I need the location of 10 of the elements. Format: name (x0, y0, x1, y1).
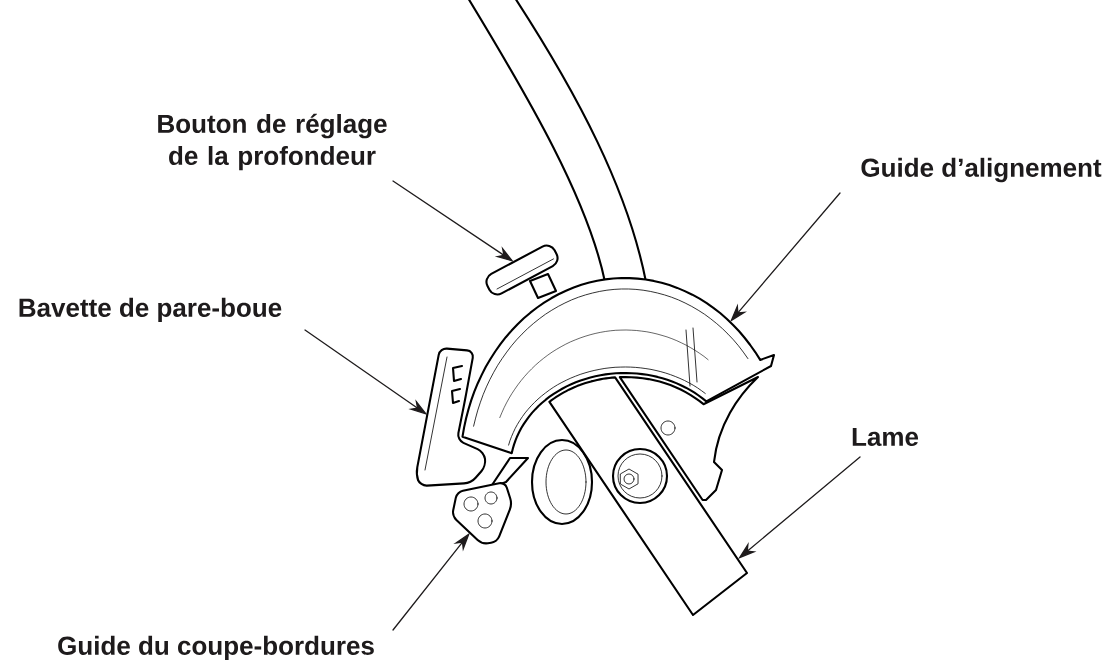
part-label: Lame (852, 427, 919, 447)
part-label: Guide d’alignement (861, 157, 1102, 183)
alignment-guide (461, 276, 776, 455)
mud-flap (415, 347, 487, 487)
part-label: Bouton de réglage de la profondeur (158, 113, 387, 171)
blade (548, 376, 749, 617)
part-label: Guide du coupe-bordures (58, 635, 374, 661)
depth-knob (485, 244, 559, 300)
part-label: Bavette de pare-boue (19, 297, 282, 323)
edging-guide-plate (452, 456, 530, 545)
